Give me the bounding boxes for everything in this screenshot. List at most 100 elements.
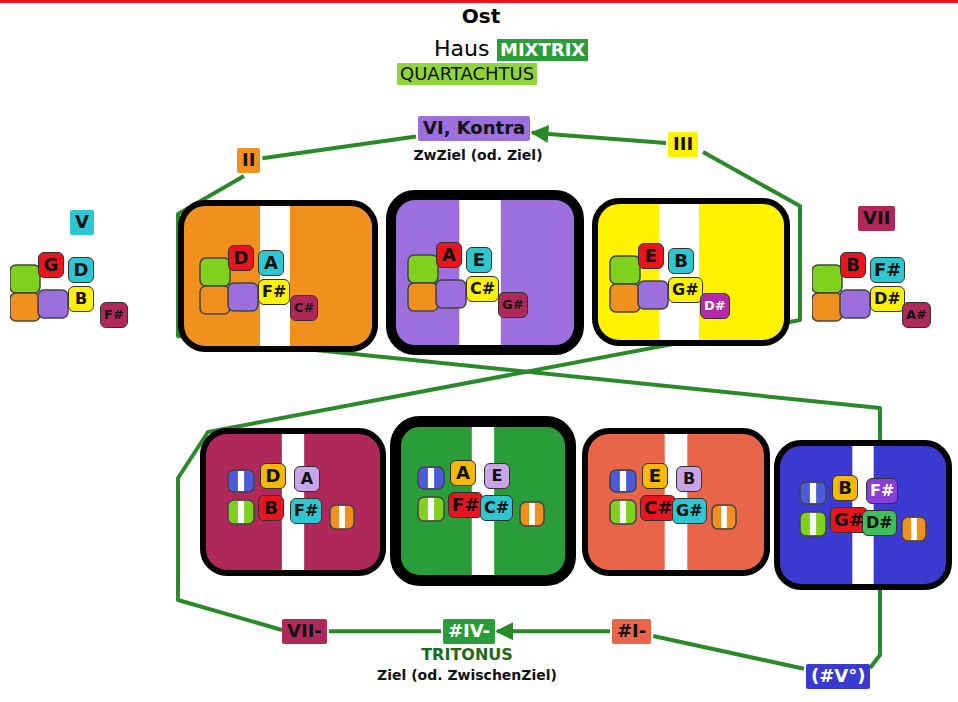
note-chip: G# — [498, 292, 528, 318]
note-chip: B — [258, 495, 284, 521]
frame-line — [178, 176, 880, 668]
link-line — [329, 629, 441, 633]
key-fill — [800, 482, 826, 504]
shape-fill — [181, 203, 375, 349]
note-chip: B — [832, 475, 858, 501]
chord-keys: GDBF# — [10, 252, 140, 334]
caption-text: ZwZiel (od. Ziel) — [413, 147, 542, 164]
key-fill — [330, 505, 354, 529]
note-chip: G# — [668, 277, 703, 303]
key-stripe — [238, 471, 244, 491]
chord-shape: AEF#C# — [390, 416, 576, 586]
top-bar — [0, 0, 958, 3]
key-stripe — [428, 468, 434, 488]
frame-line — [178, 152, 800, 630]
degree-tag: VI, Kontra — [418, 116, 530, 141]
degree-text: #IV- — [448, 620, 490, 641]
key-fill — [610, 284, 640, 312]
shape-border — [595, 201, 787, 343]
key-stripe — [810, 513, 816, 535]
note-chip: F# — [448, 492, 483, 518]
chord-shape: DABF# — [200, 428, 386, 576]
arrow-line — [497, 629, 610, 633]
empty-key — [418, 497, 444, 521]
empty-key — [800, 482, 826, 504]
shape-border — [391, 195, 579, 350]
empty-key — [418, 467, 444, 489]
empty-keys — [610, 470, 736, 529]
link-line — [262, 136, 416, 158]
note-chip: E — [638, 243, 664, 269]
empty-key — [610, 256, 640, 284]
note-chip: E — [642, 463, 668, 489]
note-chip: D — [260, 463, 286, 489]
empty-key — [800, 512, 826, 536]
shape-stripe — [260, 206, 290, 346]
arrow-line — [532, 133, 666, 143]
empty-key — [200, 286, 230, 314]
degree-tag: VII- — [282, 619, 327, 644]
empty-keys — [228, 470, 354, 529]
key-fill — [200, 258, 230, 286]
degree-tag: V — [70, 210, 94, 235]
shape-outline — [178, 200, 378, 352]
note-chip: D# — [700, 293, 730, 319]
degree-text: #I- — [617, 620, 646, 641]
chord-shape: BF#G#D# — [774, 440, 952, 590]
chord-shape: EBC#G# — [582, 428, 770, 576]
empty-key — [840, 290, 870, 318]
key-fill — [200, 286, 230, 314]
link-line — [653, 636, 804, 669]
key-fill — [902, 517, 926, 541]
caption-text: Ost — [462, 4, 500, 28]
note-chip: C# — [466, 276, 499, 302]
key-fill — [408, 255, 438, 283]
key-fill — [10, 265, 40, 293]
empty-keys — [418, 467, 544, 526]
empty-key — [436, 280, 466, 308]
key-fill — [228, 283, 258, 311]
key-fill — [840, 290, 870, 318]
note-chip: A — [258, 250, 284, 276]
note-chip: G — [38, 252, 64, 278]
degree-text: VI, Kontra — [423, 117, 525, 138]
note-chip: C# — [290, 295, 318, 321]
empty-key — [228, 283, 258, 311]
caption-text: Haus — [434, 36, 489, 62]
empty-key — [712, 505, 736, 529]
empty-key — [812, 265, 842, 293]
key-stripe — [620, 501, 626, 523]
shape-stripe — [659, 204, 699, 340]
degree-tag: #I- — [612, 619, 651, 644]
chord-keys: BF#D#A# — [812, 252, 942, 334]
key-fill — [418, 497, 444, 521]
note-chip: B — [676, 466, 702, 492]
key-stripe — [721, 506, 727, 528]
note-chip: F# — [866, 478, 898, 504]
degree-text: VII- — [287, 620, 322, 641]
key-fill — [610, 470, 636, 492]
key-fill — [610, 256, 640, 284]
key-fill — [520, 502, 544, 526]
note-chip: C# — [640, 495, 676, 521]
note-chip: D — [68, 257, 94, 283]
key-stripe — [529, 503, 535, 525]
shape-border — [777, 443, 949, 587]
caption-text: QUARTACHTUS — [397, 63, 537, 85]
note-chip: F# — [290, 498, 322, 524]
key-stripe — [238, 501, 244, 523]
shape-fill — [396, 422, 571, 581]
empty-key — [408, 255, 438, 283]
note-chip: G# — [672, 498, 707, 524]
degree-tag: #IV- — [443, 619, 495, 644]
note-chip: F# — [258, 279, 290, 305]
chord-shape: AEC#G# — [386, 190, 584, 355]
key-stripe — [911, 518, 917, 540]
note-chip: F# — [100, 302, 128, 328]
empty-key — [812, 293, 842, 321]
empty-key — [200, 258, 230, 286]
degree-text: V — [75, 211, 89, 232]
key-fill — [38, 290, 68, 318]
key-fill — [228, 470, 254, 492]
empty-key — [330, 505, 354, 529]
